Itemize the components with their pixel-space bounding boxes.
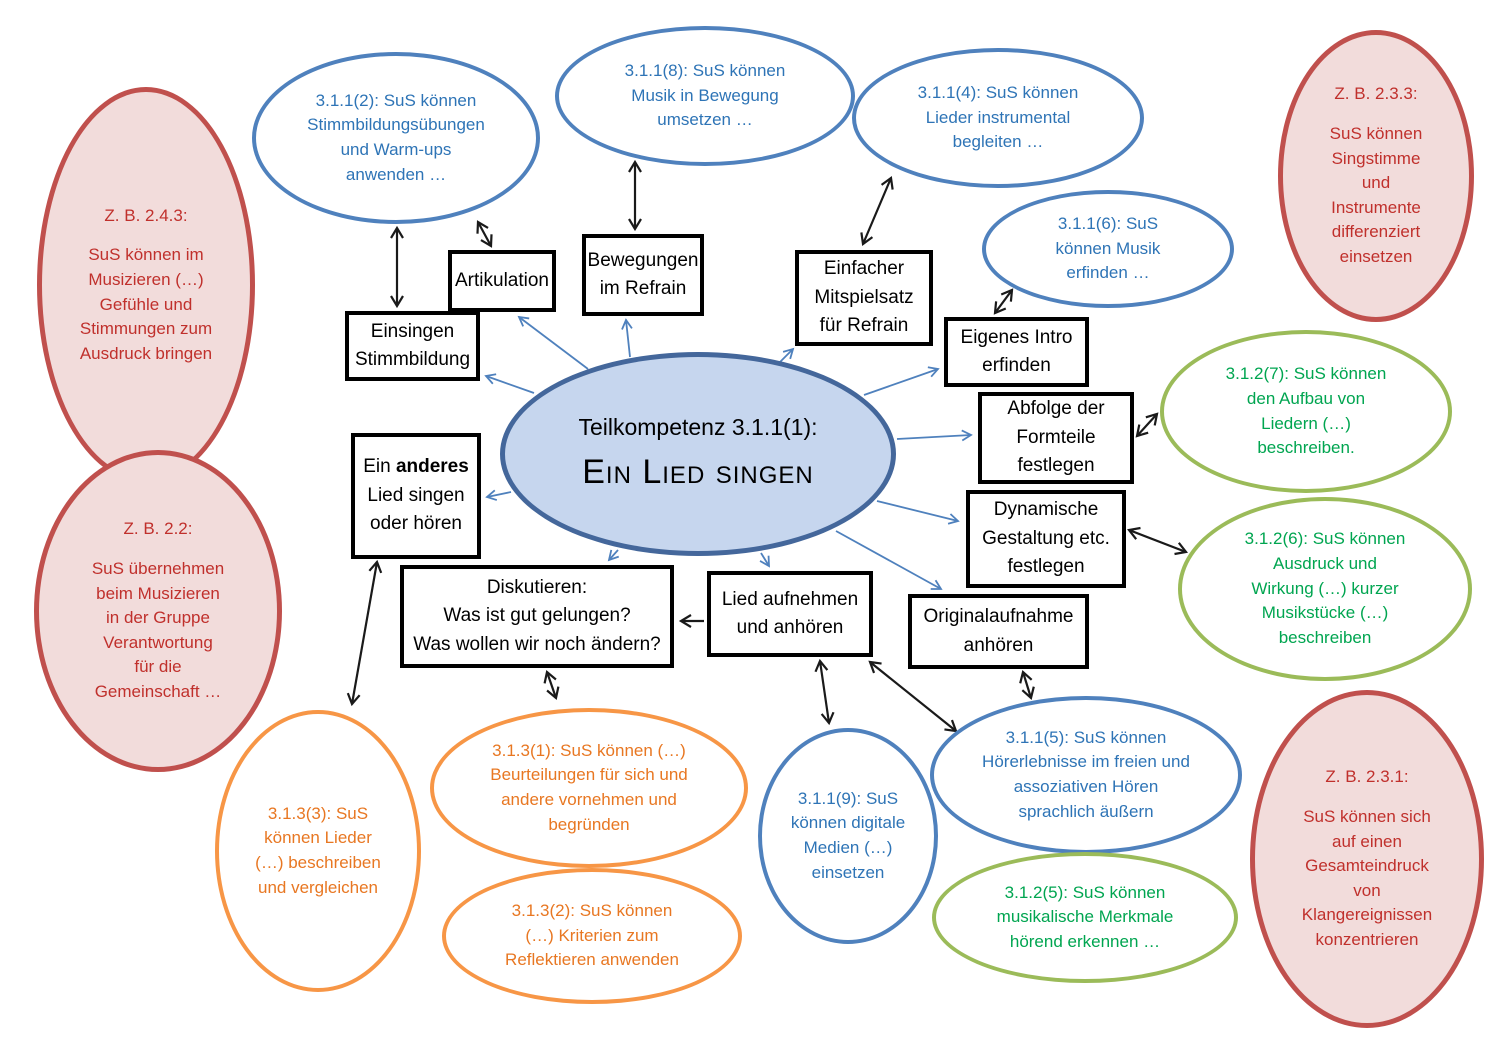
ellipse-3-1-2-7: 3.1.2(7): SuS können den Aufbau von Lied… xyxy=(1160,330,1452,493)
box-mitspielsatz-label: Einfacher Mitspielsatz für Refrain xyxy=(814,258,914,337)
zb-2-3-3-body: SuS können Singstimme und Instrumente di… xyxy=(1329,123,1423,267)
zb-2-4-3-title: Z. B. 2.4.3: xyxy=(104,205,188,225)
ellipse-zb-2-4-3: Z. B. 2.4.3: SuS können im Musizieren (…… xyxy=(37,87,255,483)
ellipse-3-1-1-5-label: 3.1.1(5): SuS können Hörerlebnisse im fr… xyxy=(982,727,1190,821)
center-arrows xyxy=(484,315,973,590)
box-lied-aufnehmen: Lied aufnehmen und anhören xyxy=(707,571,873,657)
ellipse-zb-2-3-3: Z. B. 2.3.3: SuS können Singstimme und I… xyxy=(1278,30,1474,322)
ellipse-3-1-3-3-label: 3.1.3(3): SuS können Lieder (…) beschrei… xyxy=(255,803,381,897)
ellipse-zb-2-2: Z. B. 2.2: SuS übernehmen beim Musiziere… xyxy=(34,450,282,772)
ellipse-3-1-2-5: 3.1.2(5): SuS können musikalische Merkma… xyxy=(932,852,1238,983)
box-abfolge: Abfolge der Formteile festlegen xyxy=(978,392,1134,484)
ellipse-3-1-2-6: 3.1.2(6): SuS können Ausdruck und Wirkun… xyxy=(1178,497,1472,681)
center-title: Ein Lied singen xyxy=(582,453,814,492)
box-intro-label: Eigenes Intro erfinden xyxy=(960,326,1073,377)
link-arrows xyxy=(346,159,1188,733)
arrow-3112-artikulation xyxy=(476,220,493,248)
ellipse-3-1-3-2: 3.1.3(2): SuS können (…) Kriterien zum R… xyxy=(442,868,742,1004)
box-dynamik: Dynamische Gestaltung etc. festlegen xyxy=(966,490,1126,588)
arrow-aufnehmen-3119 xyxy=(814,658,835,726)
arrow-3116-intro xyxy=(993,288,1014,315)
ellipse-3-1-1-5: 3.1.1(5): SuS können Hörerlebnisse im fr… xyxy=(930,696,1242,854)
arrow-center-to-artikulation xyxy=(517,315,589,370)
ellipse-3-1-1-9-label: 3.1.1(9): SuS können digitale Medien (…)… xyxy=(790,788,906,882)
box-anderes-lied: Ein anderes Lied singen oder hören xyxy=(351,433,481,559)
ellipse-3-1-3-1-label: 3.1.3(1): SuS können (…) Beurteilungen f… xyxy=(490,740,688,834)
ellipse-3-1-1-8: 3.1.1(8): SuS können Musik in Bewegung u… xyxy=(555,26,855,166)
zb-2-3-3-title: Z. B. 2.3.3: xyxy=(1334,84,1418,104)
ellipse-3-1-1-4-label: 3.1.1(4): SuS können Lieder instrumental… xyxy=(917,83,1079,152)
ellipse-3-1-1-6-label: 3.1.1(6): SuS können Musik erfinden … xyxy=(1055,214,1161,283)
arrow-center-to-intro xyxy=(863,366,940,396)
zb-2-2-title: Z. B. 2.2: xyxy=(123,519,193,539)
box-anderes-lied-label: Ein anderes Lied singen oder hören xyxy=(359,453,473,539)
center-node: Teilkompetenz 3.1.1(1): Ein Lied singen xyxy=(500,352,896,556)
box-einsingen-label: Einsingen Stimmbildung xyxy=(354,320,471,371)
zb-2-3-1-title: Z. B. 2.3.1: xyxy=(1325,767,1409,787)
box-intro: Eigenes Intro erfinden xyxy=(944,317,1089,387)
arrow-diskutieren-3131 xyxy=(543,669,560,701)
box-diskutieren-line2: Was ist gut gelungen? xyxy=(443,605,631,627)
arrow-center-to-dynamik xyxy=(876,500,960,525)
box-einsingen: Einsingen Stimmbildung xyxy=(345,311,480,381)
box-dynamik-label: Dynamische Gestaltung etc. festlegen xyxy=(982,499,1110,578)
box-mitspielsatz: Einfacher Mitspielsatz für Refrain xyxy=(795,250,933,346)
ellipse-3-1-3-2-label: 3.1.3(2): SuS können (…) Kriterien zum R… xyxy=(505,901,679,970)
zb-2-4-3-body: SuS können im Musizieren (…) Gefühle und… xyxy=(79,245,213,363)
box-bewegungen: Bewegungen im Refrain xyxy=(582,234,704,316)
box-originalaufnahme-label: Originalaufnahme anhören xyxy=(923,606,1074,656)
arrow-anderes-3133 xyxy=(346,559,383,707)
ellipse-3-1-3-3: 3.1.3(3): SuS können Lieder (…) beschrei… xyxy=(215,710,421,992)
ellipse-3-1-1-2-label: 3.1.1(2): SuS können Stimmbildungsübunge… xyxy=(307,90,485,184)
box-artikulation-label: Artikulation xyxy=(455,269,549,291)
box-abfolge-label: Abfolge der Formteile festlegen xyxy=(1007,398,1105,477)
zb-2-2-body: SuS übernehmen beim Musizieren in der Gr… xyxy=(91,558,225,702)
zb-2-3-1-body: SuS können sich auf einen Gesamteindruck… xyxy=(1301,806,1433,950)
arrow-dynamik-3126 xyxy=(1127,526,1188,556)
arrow-abfolge-3127 xyxy=(1135,412,1159,438)
arrow-aufnehmen-3115 xyxy=(868,660,958,733)
ellipse-3-1-2-7-label: 3.1.2(7): SuS können den Aufbau von Lied… xyxy=(1225,364,1387,458)
arrow-center-to-diskutieren xyxy=(607,549,620,562)
box-diskutieren: Diskutieren: Was ist gut gelungen? Was w… xyxy=(400,565,674,668)
ellipse-3-1-1-9: 3.1.1(9): SuS können digitale Medien (…)… xyxy=(758,728,938,944)
arrow-center-to-original xyxy=(835,530,943,590)
box-anderes-rest: Lied singen oder hören xyxy=(367,484,465,535)
ellipse-3-1-1-4: 3.1.1(4): SuS können Lieder instrumental… xyxy=(852,48,1144,188)
arrow-3114-mitspielsatz xyxy=(860,176,894,246)
box-lied-aufnehmen-label: Lied aufnehmen und anhören xyxy=(721,588,859,639)
arrow-center-to-aufnehmen xyxy=(759,552,770,568)
box-diskutieren-line1: Diskutieren: xyxy=(486,576,588,598)
box-diskutieren-line3: Was wollen wir noch ändern? xyxy=(413,633,661,655)
ellipse-3-1-2-5-label: 3.1.2(5): SuS können musikalische Merkma… xyxy=(996,882,1174,951)
arrow-center-to-einsingen xyxy=(484,373,535,394)
box-originalaufnahme: Originalaufnahme anhören xyxy=(908,594,1089,669)
arrow-center-to-bewegungen xyxy=(621,318,633,358)
ellipse-3-1-1-6: 3.1.1(6): SuS können Musik erfinden … xyxy=(982,190,1234,308)
box-anderes-pre: Ein xyxy=(363,456,391,478)
arrow-center-to-anderes xyxy=(485,489,512,501)
center-kicker: Teilkompetenz 3.1.1(1): xyxy=(578,413,818,440)
ellipse-3-1-1-8-label: 3.1.1(8): SuS können Musik in Bewegung u… xyxy=(624,61,786,130)
ellipse-3-1-1-2: 3.1.1(2): SuS können Stimmbildungsübunge… xyxy=(252,52,540,224)
ellipse-zb-2-3-1: Z. B. 2.3.1: SuS können sich auf einen G… xyxy=(1250,690,1484,1028)
box-anderes-bold: anderes xyxy=(395,456,469,478)
ellipse-3-1-2-6-label: 3.1.2(6): SuS können Ausdruck und Wirkun… xyxy=(1244,529,1406,647)
arrow-center-to-abfolge xyxy=(896,429,973,442)
ellipse-3-1-3-1: 3.1.3(1): SuS können (…) Beurteilungen f… xyxy=(430,708,748,868)
box-bewegungen-label: Bewegungen im Refrain xyxy=(587,249,699,300)
box-artikulation: Artikulation xyxy=(448,250,556,312)
arrow-original-3115 xyxy=(1019,669,1035,701)
